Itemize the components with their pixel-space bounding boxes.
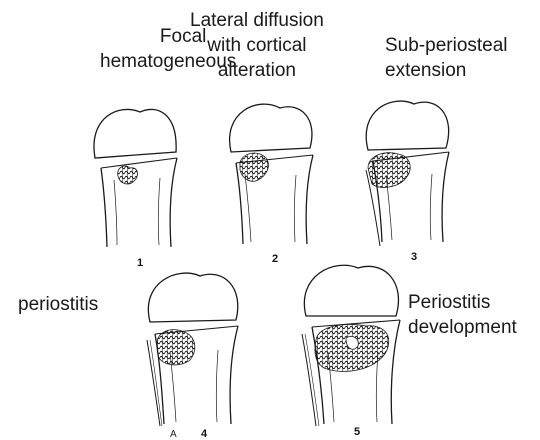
bone-stage-5	[302, 265, 400, 426]
growth-plate	[101, 158, 177, 168]
lateral-lesion	[240, 153, 268, 181]
stage-number-4: 4	[201, 428, 207, 440]
epiphysis	[304, 265, 398, 316]
stage-number-5: 5	[354, 426, 360, 438]
bone-stage-2	[230, 104, 313, 244]
bone-stage-1	[94, 109, 177, 247]
cortex-line	[245, 174, 251, 242]
periostitis-lesion	[157, 330, 195, 365]
corner-letter: A	[170, 429, 177, 440]
stage-number-1: 1	[137, 257, 143, 269]
periosteal-new-bone	[302, 334, 316, 426]
bone-stage-3	[366, 101, 449, 246]
epiphysis	[366, 101, 448, 150]
epiphysis	[94, 109, 176, 158]
bone-stage-4	[147, 273, 238, 426]
focal-lesion	[118, 166, 138, 184]
epiphysis	[148, 273, 237, 322]
subperiosteal-lesion	[368, 153, 410, 188]
stage-number-3: 3	[411, 251, 417, 263]
metaphysis-outline	[101, 168, 107, 247]
epiphysis	[230, 104, 312, 152]
stage-number-2: 2	[272, 253, 278, 265]
cortex-line	[114, 180, 117, 245]
